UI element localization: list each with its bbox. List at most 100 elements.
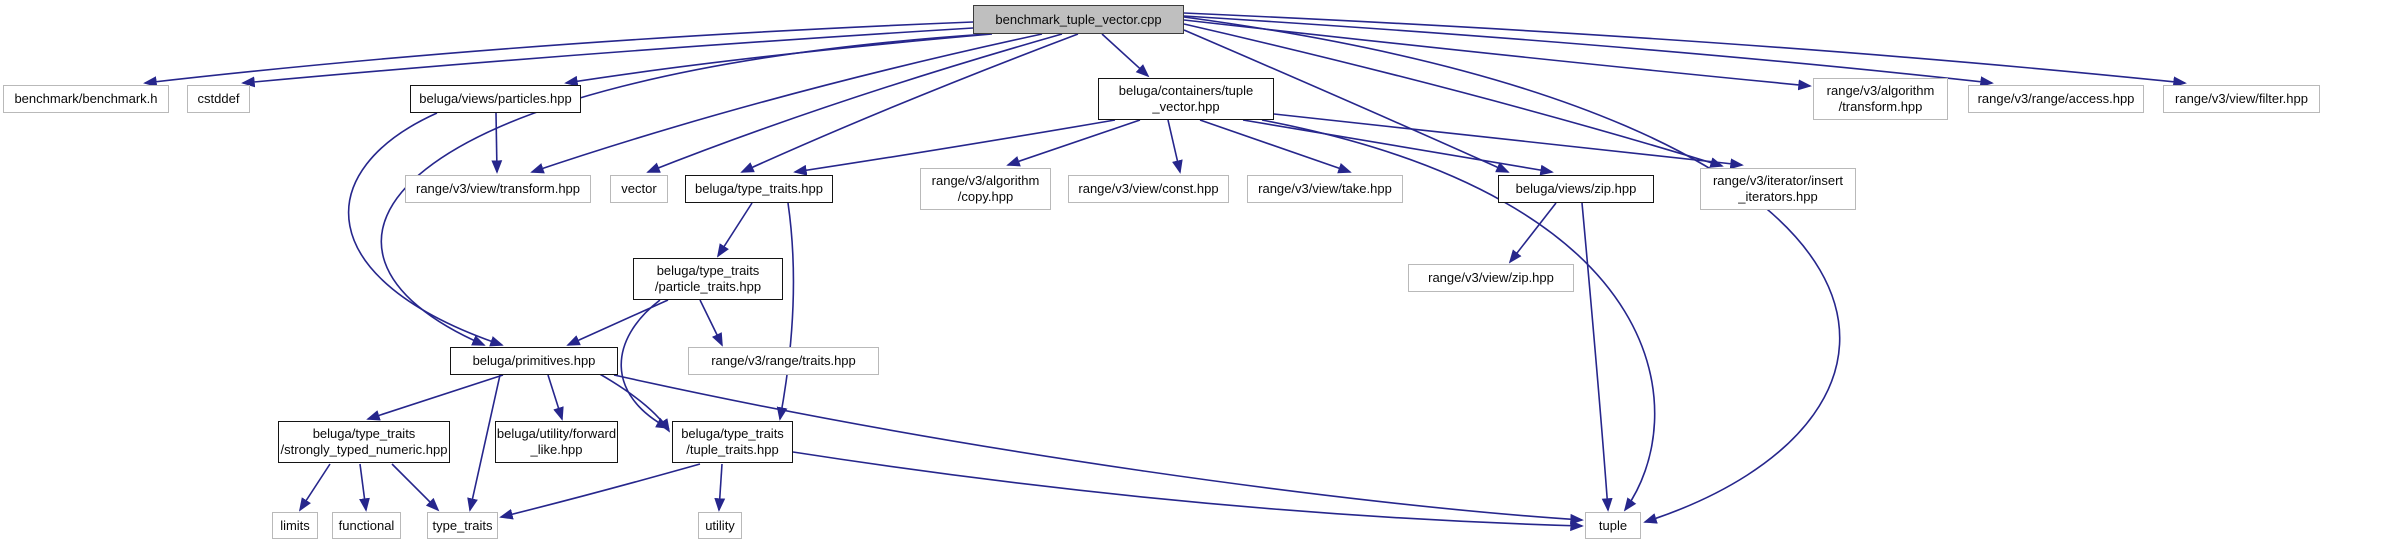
edge-beluga-primitives-hpp--beluga-type-traits-tuple-traits-hpp bbox=[597, 372, 671, 433]
edge-beluga-containers-tuple-vector-hpp--range-v3-view-take-hpp bbox=[1199, 119, 1352, 174]
node-label-line: /copy.hpp bbox=[957, 189, 1014, 204]
node-label-line: tuple bbox=[1598, 517, 1628, 533]
node-label-line: beluga/primitives.hpp bbox=[472, 353, 596, 368]
graph-node-benchmark-tuple-vector-cpp: benchmark_tuple_vector.cpp bbox=[973, 5, 1184, 34]
edge-beluga-type-traits-hpp--beluga-type-traits-particle-traits-hpp bbox=[716, 202, 753, 258]
node-label-line: range/v3/view/transform.hpp bbox=[415, 181, 581, 196]
edge-beluga-type-traits-tuple-traits-hpp--type-traits bbox=[499, 463, 701, 520]
node-label-line: beluga/views/zip.hpp bbox=[1515, 181, 1637, 196]
edge-benchmark-tuple-vector-cpp--range-v3-range-access-hpp bbox=[1183, 15, 1994, 88]
edge-beluga-views-zip-hpp--range-v3-view-zip-hpp bbox=[1508, 202, 1557, 264]
graph-node-range-v3-range-access-hpp: range/v3/range/access.hpp bbox=[1968, 85, 2144, 113]
graph-node-benchmark-benchmark-h: benchmark/benchmark.h bbox=[3, 85, 169, 113]
node-label-line: vector bbox=[621, 181, 657, 196]
edge-beluga-primitives-hpp--beluga-type-traits-strongly-typed-numeric-hpp bbox=[366, 374, 504, 421]
node-label-line: beluga/type_traits bbox=[681, 426, 784, 441]
graph-node-beluga-utility-forward-like-hpp[interactable]: beluga/utility/forward_like.hpp bbox=[495, 421, 618, 463]
edge-beluga-containers-tuple-vector-hpp--range-v3-view-const-hpp bbox=[1167, 119, 1183, 174]
edge-benchmark-tuple-vector-cpp--beluga-views-particles-hpp bbox=[564, 33, 993, 87]
node-label-line: benchmark_tuple_vector.cpp bbox=[995, 11, 1162, 27]
node-label-line: range/v3/range/traits.hpp bbox=[711, 353, 856, 368]
node-label-line: benchmark/benchmark.h bbox=[14, 91, 158, 106]
graph-node-beluga-primitives-hpp[interactable]: beluga/primitives.hpp bbox=[450, 347, 618, 375]
node-label-line: cstddef bbox=[197, 91, 240, 106]
node-label-line: range/v3/view/const.hpp bbox=[1078, 181, 1219, 196]
graph-node-range-v3-algorithm-transform-hpp: range/v3/algorithm/transform.hpp bbox=[1813, 78, 1948, 120]
node-label-line: type_traits bbox=[432, 517, 493, 533]
node-label-line: range/v3/algorithm bbox=[1826, 83, 1935, 98]
graph-node-tuple: tuple bbox=[1585, 512, 1641, 539]
edge-beluga-type-traits-strongly-typed-numeric-hpp--functional bbox=[359, 463, 370, 512]
edge-beluga-primitives-hpp--type-traits bbox=[467, 374, 501, 512]
edge-beluga-type-traits-hpp--beluga-type-traits-tuple-traits-hpp bbox=[776, 202, 795, 421]
edge-benchmark-tuple-vector-cpp--beluga-views-zip-hpp bbox=[1183, 29, 1510, 173]
graph-node-functional: functional bbox=[332, 512, 401, 539]
node-label-line: _iterators.hpp bbox=[1738, 189, 1818, 204]
node-label-line: /particle_traits.hpp bbox=[654, 279, 762, 294]
edge-benchmark-tuple-vector-cpp--range-v3-algorithm-transform-hpp bbox=[1183, 19, 1812, 91]
edge-benchmark-tuple-vector-cpp--beluga-primitives-hpp bbox=[380, 33, 988, 346]
graph-node-beluga-views-particles-hpp[interactable]: beluga/views/particles.hpp bbox=[410, 85, 581, 113]
graph-node-range-v3-view-filter-hpp: range/v3/view/filter.hpp bbox=[2163, 85, 2320, 113]
node-label-line: /strongly_typed_numeric.hpp bbox=[280, 442, 448, 457]
node-label-line: beluga/type_traits bbox=[656, 263, 760, 278]
edge-beluga-containers-tuple-vector-hpp--range-v3-algorithm-copy-hpp bbox=[1006, 119, 1141, 167]
node-label-line: beluga/views/particles.hpp bbox=[419, 91, 572, 106]
node-label-line: /transform.hpp bbox=[1838, 99, 1923, 114]
graph-node-range-v3-view-transform-hpp: range/v3/view/transform.hpp bbox=[405, 175, 591, 203]
edge-benchmark-tuple-vector-cpp--cstddef bbox=[241, 27, 974, 88]
edge-beluga-containers-tuple-vector-hpp--beluga-type-traits-hpp bbox=[793, 119, 1116, 176]
edge-benchmark-tuple-vector-cpp--beluga-containers-tuple-vector-hpp bbox=[1101, 33, 1150, 78]
graph-node-beluga-type-traits-strongly-typed-numeric-hpp[interactable]: beluga/type_traits/strongly_typed_numeri… bbox=[278, 421, 450, 463]
edge-beluga-type-traits-tuple-traits-hpp--tuple bbox=[792, 451, 1584, 532]
node-label-line: beluga/containers/tuple bbox=[1118, 83, 1254, 98]
graph-node-limits: limits bbox=[272, 512, 318, 539]
edge-benchmark-tuple-vector-cpp--tuple bbox=[1183, 16, 1841, 524]
edge-beluga-type-traits-strongly-typed-numeric-hpp--type-traits bbox=[391, 463, 440, 512]
node-label-line: range/v3/range/access.hpp bbox=[1977, 91, 2135, 106]
edge-beluga-containers-tuple-vector-hpp--range-v3-iterator-insert-iterators-hpp bbox=[1273, 113, 1744, 170]
graph-node-range-v3-view-take-hpp: range/v3/view/take.hpp bbox=[1247, 175, 1403, 203]
edge-beluga-views-particles-hpp--beluga-primitives-hpp bbox=[347, 112, 504, 347]
node-label-line: /tuple_traits.hpp bbox=[686, 442, 779, 457]
edge-benchmark-tuple-vector-cpp--vector bbox=[646, 33, 1063, 173]
graph-node-beluga-views-zip-hpp[interactable]: beluga/views/zip.hpp bbox=[1498, 175, 1654, 203]
edge-benchmark-tuple-vector-cpp--range-v3-view-transform-hpp bbox=[530, 33, 1043, 174]
node-label-line: utility bbox=[705, 517, 735, 533]
graph-node-vector: vector bbox=[610, 175, 668, 203]
edge-beluga-type-traits-tuple-traits-hpp--utility bbox=[714, 463, 726, 512]
edge-beluga-primitives-hpp--tuple bbox=[613, 374, 1584, 525]
graph-node-range-v3-range-traits-hpp: range/v3/range/traits.hpp bbox=[688, 347, 879, 375]
graph-node-utility: utility bbox=[698, 512, 742, 539]
node-label-line: beluga/type_traits.hpp bbox=[695, 181, 823, 196]
node-label-line: range/v3/algorithm bbox=[931, 173, 1040, 188]
graph-node-beluga-type-traits-hpp[interactable]: beluga/type_traits.hpp bbox=[685, 175, 833, 203]
graph-node-cstddef: cstddef bbox=[187, 85, 250, 113]
graph-node-beluga-type-traits-tuple-traits-hpp[interactable]: beluga/type_traits/tuple_traits.hpp bbox=[672, 421, 793, 463]
edge-beluga-views-particles-hpp--range-v3-view-transform-hpp bbox=[491, 112, 503, 174]
edge-beluga-primitives-hpp--beluga-utility-forward-like-hpp bbox=[547, 374, 564, 421]
graph-node-range-v3-view-zip-hpp: range/v3/view/zip.hpp bbox=[1408, 264, 1574, 292]
graph-node-range-v3-algorithm-copy-hpp: range/v3/algorithm/copy.hpp bbox=[920, 168, 1051, 210]
graph-node-range-v3-view-const-hpp: range/v3/view/const.hpp bbox=[1068, 175, 1229, 203]
node-label-line: functional bbox=[338, 517, 395, 533]
node-label-line: range/v3/view/take.hpp bbox=[1258, 181, 1392, 196]
edge-benchmark-tuple-vector-cpp--range-v3-iterator-insert-iterators-hpp bbox=[1183, 23, 1724, 168]
node-label-line: _vector.hpp bbox=[1152, 99, 1220, 114]
edge-benchmark-tuple-vector-cpp--range-v3-view-filter-hpp bbox=[1183, 12, 2187, 88]
edge-beluga-type-traits-strongly-typed-numeric-hpp--limits bbox=[298, 463, 331, 512]
edge-beluga-type-traits-particle-traits-hpp--range-v3-range-traits-hpp bbox=[699, 299, 723, 347]
edge-beluga-type-traits-particle-traits-hpp--beluga-type-traits-tuple-traits-hpp bbox=[620, 299, 670, 429]
node-label-line: range/v3/iterator/insert bbox=[1712, 173, 1844, 188]
graph-node-range-v3-iterator-insert-iterators-hpp: range/v3/iterator/insert_iterators.hpp bbox=[1700, 168, 1856, 210]
edge-beluga-containers-tuple-vector-hpp--beluga-views-zip-hpp bbox=[1242, 119, 1554, 176]
edge-beluga-views-zip-hpp--tuple bbox=[1581, 202, 1613, 512]
node-label-line: beluga/type_traits bbox=[312, 426, 416, 441]
node-label-line: range/v3/view/filter.hpp bbox=[2175, 91, 2308, 106]
graph-node-beluga-type-traits-particle-traits-hpp[interactable]: beluga/type_traits/particle_traits.hpp bbox=[633, 258, 783, 300]
graph-node-type-traits: type_traits bbox=[427, 512, 498, 539]
graph-node-beluga-containers-tuple-vector-hpp[interactable]: beluga/containers/tuple_vector.hpp bbox=[1098, 78, 1274, 120]
node-label-line: range/v3/view/zip.hpp bbox=[1428, 270, 1554, 285]
node-label-line: _like.hpp bbox=[530, 442, 583, 457]
